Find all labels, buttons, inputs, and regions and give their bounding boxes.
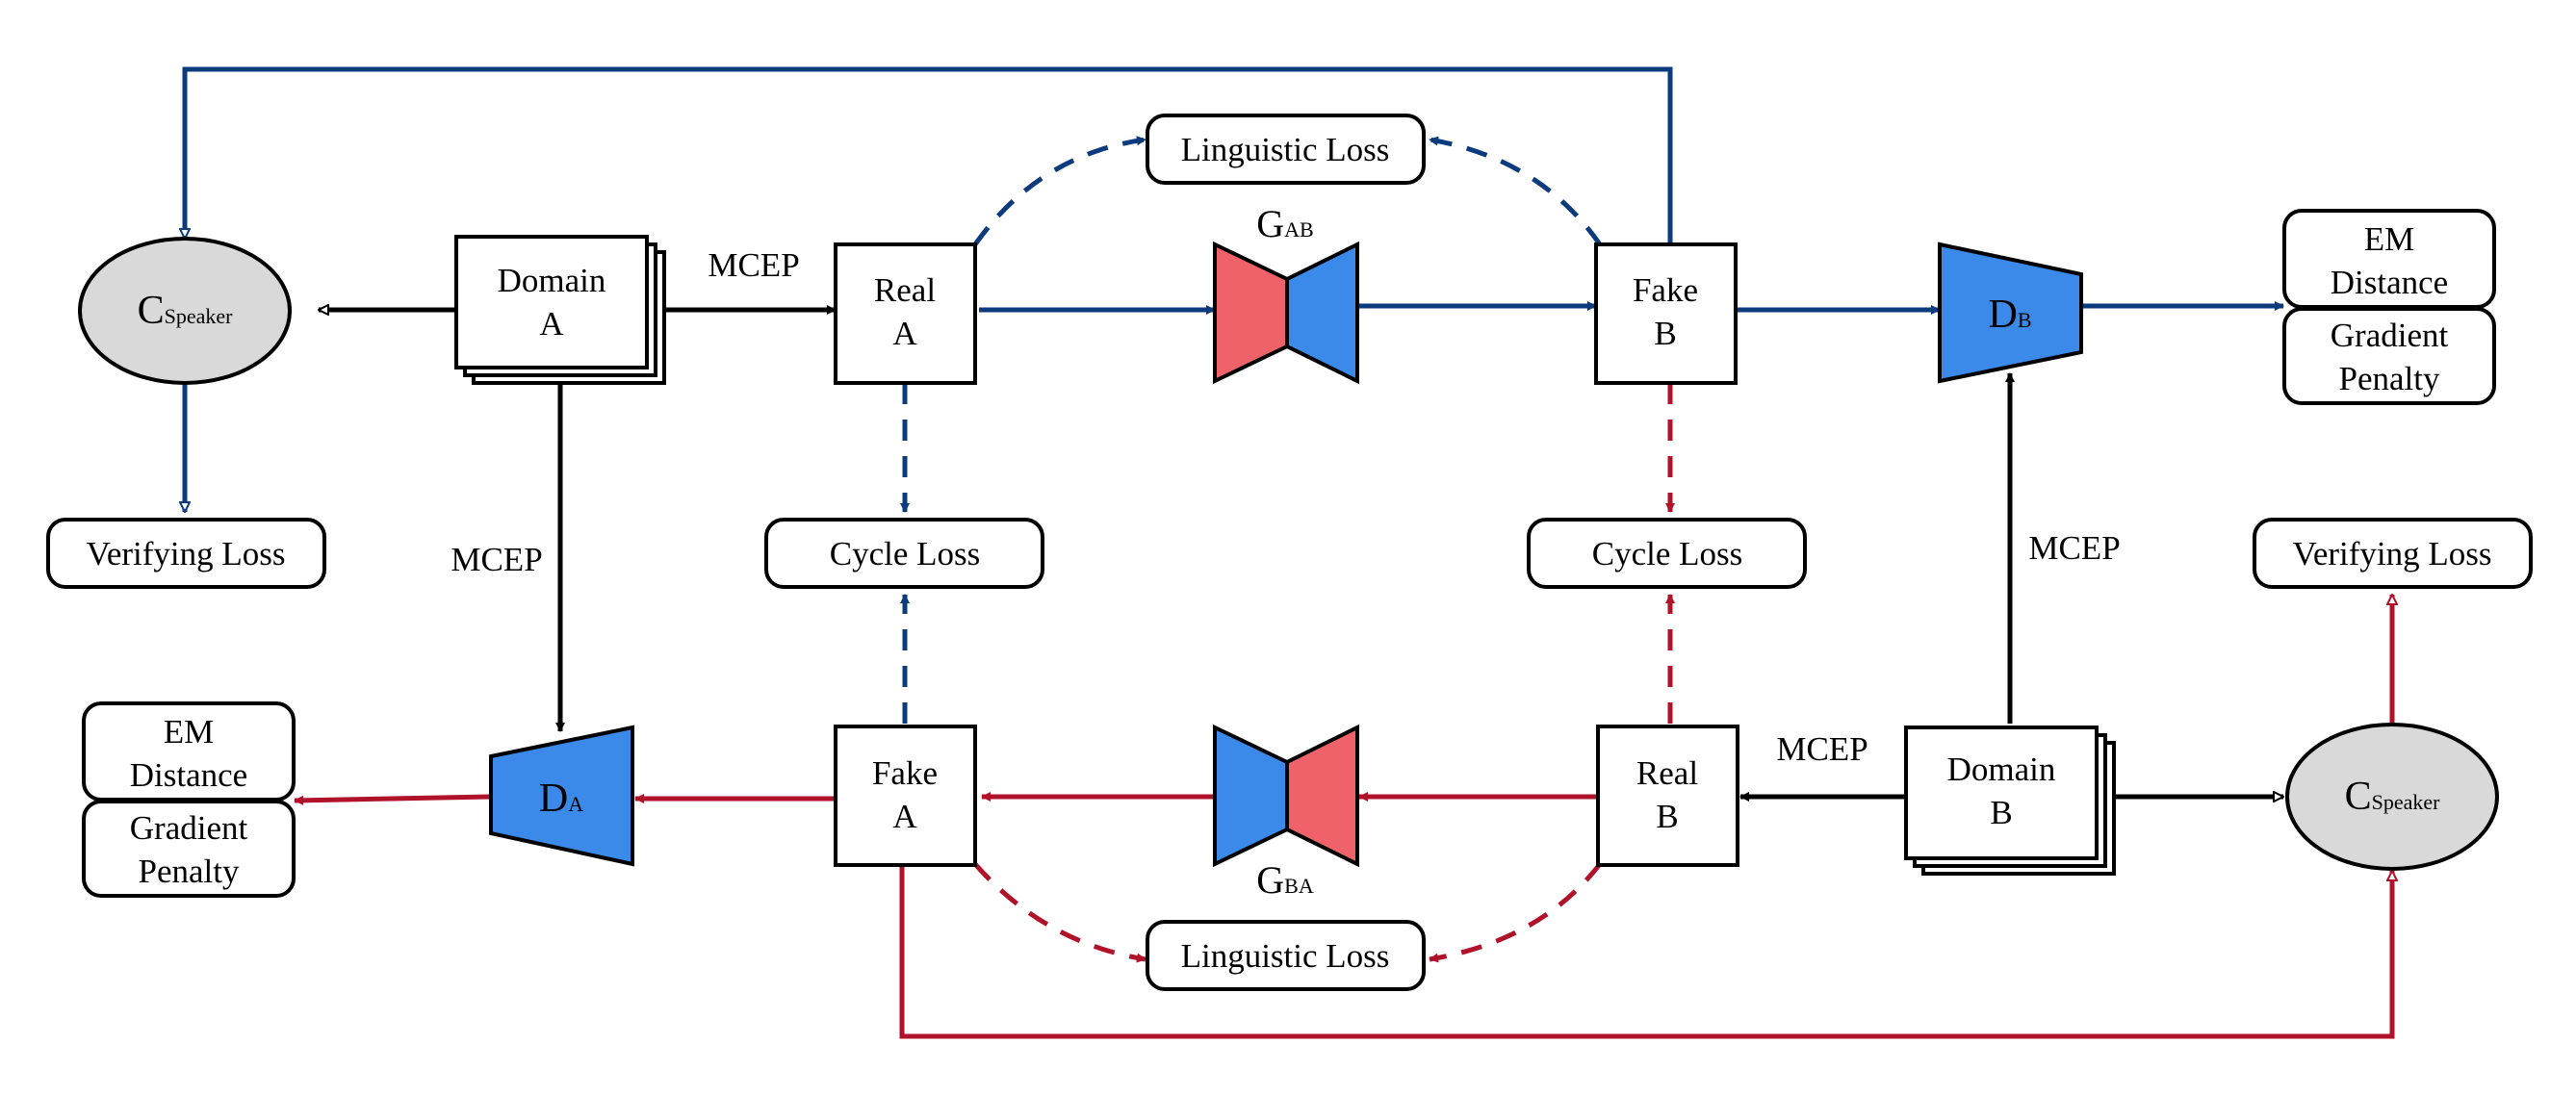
gp-right-line1: Gradient	[2331, 317, 2449, 354]
edge-realb-to-linguistic	[1429, 862, 1602, 963]
edge-fakeb-to-cspeaker	[185, 66, 1673, 244]
domain-a-node: Domain A	[454, 235, 666, 385]
svg-text:Cycle Loss: Cycle Loss	[830, 535, 981, 573]
domain-b-line1: Domain	[1947, 751, 2056, 788]
svg-text:DB: DB	[1988, 293, 2031, 337]
svg-text:CSpeaker: CSpeaker	[138, 289, 234, 333]
domain-b-node: Domain B	[1904, 726, 2116, 876]
c-speaker-top-node: CSpeaker	[78, 237, 292, 385]
c-speaker-top-main: C	[138, 289, 165, 333]
domain-a-line2: A	[539, 305, 564, 343]
fake-b-line2: B	[1654, 315, 1676, 352]
fake-a-line2: A	[892, 798, 917, 835]
svg-text:Linguistic Loss: Linguistic Loss	[1181, 131, 1390, 168]
mcep-label-b-to-db: MCEP	[2028, 529, 2120, 567]
g-ba-sub: BA	[1284, 874, 1314, 898]
cycle-loss-right: Cycle Loss	[1527, 518, 1807, 589]
c-speaker-top-sub: Speaker	[165, 304, 234, 328]
d-a-sub: A	[568, 792, 583, 816]
d-b-main: D	[1988, 293, 2017, 337]
fake-a-node: Fake A	[834, 725, 977, 867]
g-ab-sub: AB	[1284, 217, 1314, 242]
em-gradient-left: EM Distance Gradient Penalty	[82, 701, 296, 898]
discriminator-a: DA	[489, 725, 634, 867]
edge-fakea-to-cspeaker	[899, 866, 2392, 1039]
d-b-sub: B	[2018, 308, 2032, 332]
svg-text:GAB: GAB	[1256, 202, 1313, 245]
real-b-node: Real B	[1596, 725, 1739, 867]
d-a-main: D	[539, 777, 568, 821]
svg-text:Verifying Loss: Verifying Loss	[2292, 535, 2491, 573]
fake-b-line1: Fake	[1633, 271, 1698, 309]
real-a-node: Real A	[834, 242, 977, 385]
mcep-label-b-to-real: MCEP	[1776, 730, 1868, 768]
mcep-label-a-to-da: MCEP	[451, 541, 542, 578]
gp-left-line1: Gradient	[130, 809, 248, 847]
em-left-line1: EM	[164, 713, 215, 751]
edge-fakeb-to-linguistic	[1429, 136, 1603, 246]
edge-fakea-to-linguistic	[973, 862, 1146, 963]
mcep-label-a-to-real: MCEP	[708, 246, 799, 284]
em-right-line1: EM	[2364, 220, 2415, 258]
g-ab-main: G	[1256, 202, 1284, 245]
svg-text:Verifying Loss: Verifying Loss	[86, 535, 285, 573]
real-b-line1: Real	[1636, 754, 1698, 792]
generator-ab: GAB	[1213, 202, 1359, 385]
verifying-loss-left: Verifying Loss	[46, 518, 326, 589]
domain-b-line2: B	[1990, 794, 2012, 831]
c-speaker-bottom-main: C	[2345, 775, 2372, 819]
discriminator-b: DB	[1938, 242, 2083, 384]
edge-reala-to-linguistic	[972, 136, 1146, 246]
cycle-loss-left: Cycle Loss	[764, 518, 1044, 589]
fake-a-line1: Fake	[872, 754, 938, 792]
domain-a-line1: Domain	[498, 262, 606, 299]
svg-text:Linguistic Loss: Linguistic Loss	[1181, 937, 1390, 975]
em-right-line2: Distance	[2331, 264, 2448, 301]
linguistic-loss-bottom: Linguistic Loss	[1146, 920, 1426, 991]
svg-text:GBA: GBA	[1256, 858, 1314, 902]
c-speaker-bottom-sub: Speaker	[2372, 790, 2441, 814]
svg-text:DA: DA	[539, 777, 583, 821]
svg-text:Cycle Loss: Cycle Loss	[1592, 535, 1743, 573]
gp-left-line2: Penalty	[139, 853, 240, 890]
fake-b-node: Fake B	[1594, 242, 1738, 385]
em-gradient-right: EM Distance Gradient Penalty	[2282, 209, 2496, 405]
real-a-line1: Real	[874, 271, 936, 309]
em-left-line2: Distance	[130, 756, 247, 794]
c-speaker-bottom-node: CSpeaker	[2285, 723, 2499, 871]
gp-right-line2: Penalty	[2339, 360, 2440, 397]
g-ba-main: G	[1256, 858, 1284, 902]
generator-ba: GBA	[1213, 724, 1359, 902]
edge-da-to-em	[294, 794, 492, 805]
linguistic-loss-top: Linguistic Loss	[1146, 114, 1426, 185]
verifying-loss-right: Verifying Loss	[2253, 518, 2533, 589]
svg-text:CSpeaker: CSpeaker	[2345, 775, 2441, 819]
real-a-line2: A	[892, 315, 917, 352]
real-b-line2: B	[1656, 798, 1678, 835]
